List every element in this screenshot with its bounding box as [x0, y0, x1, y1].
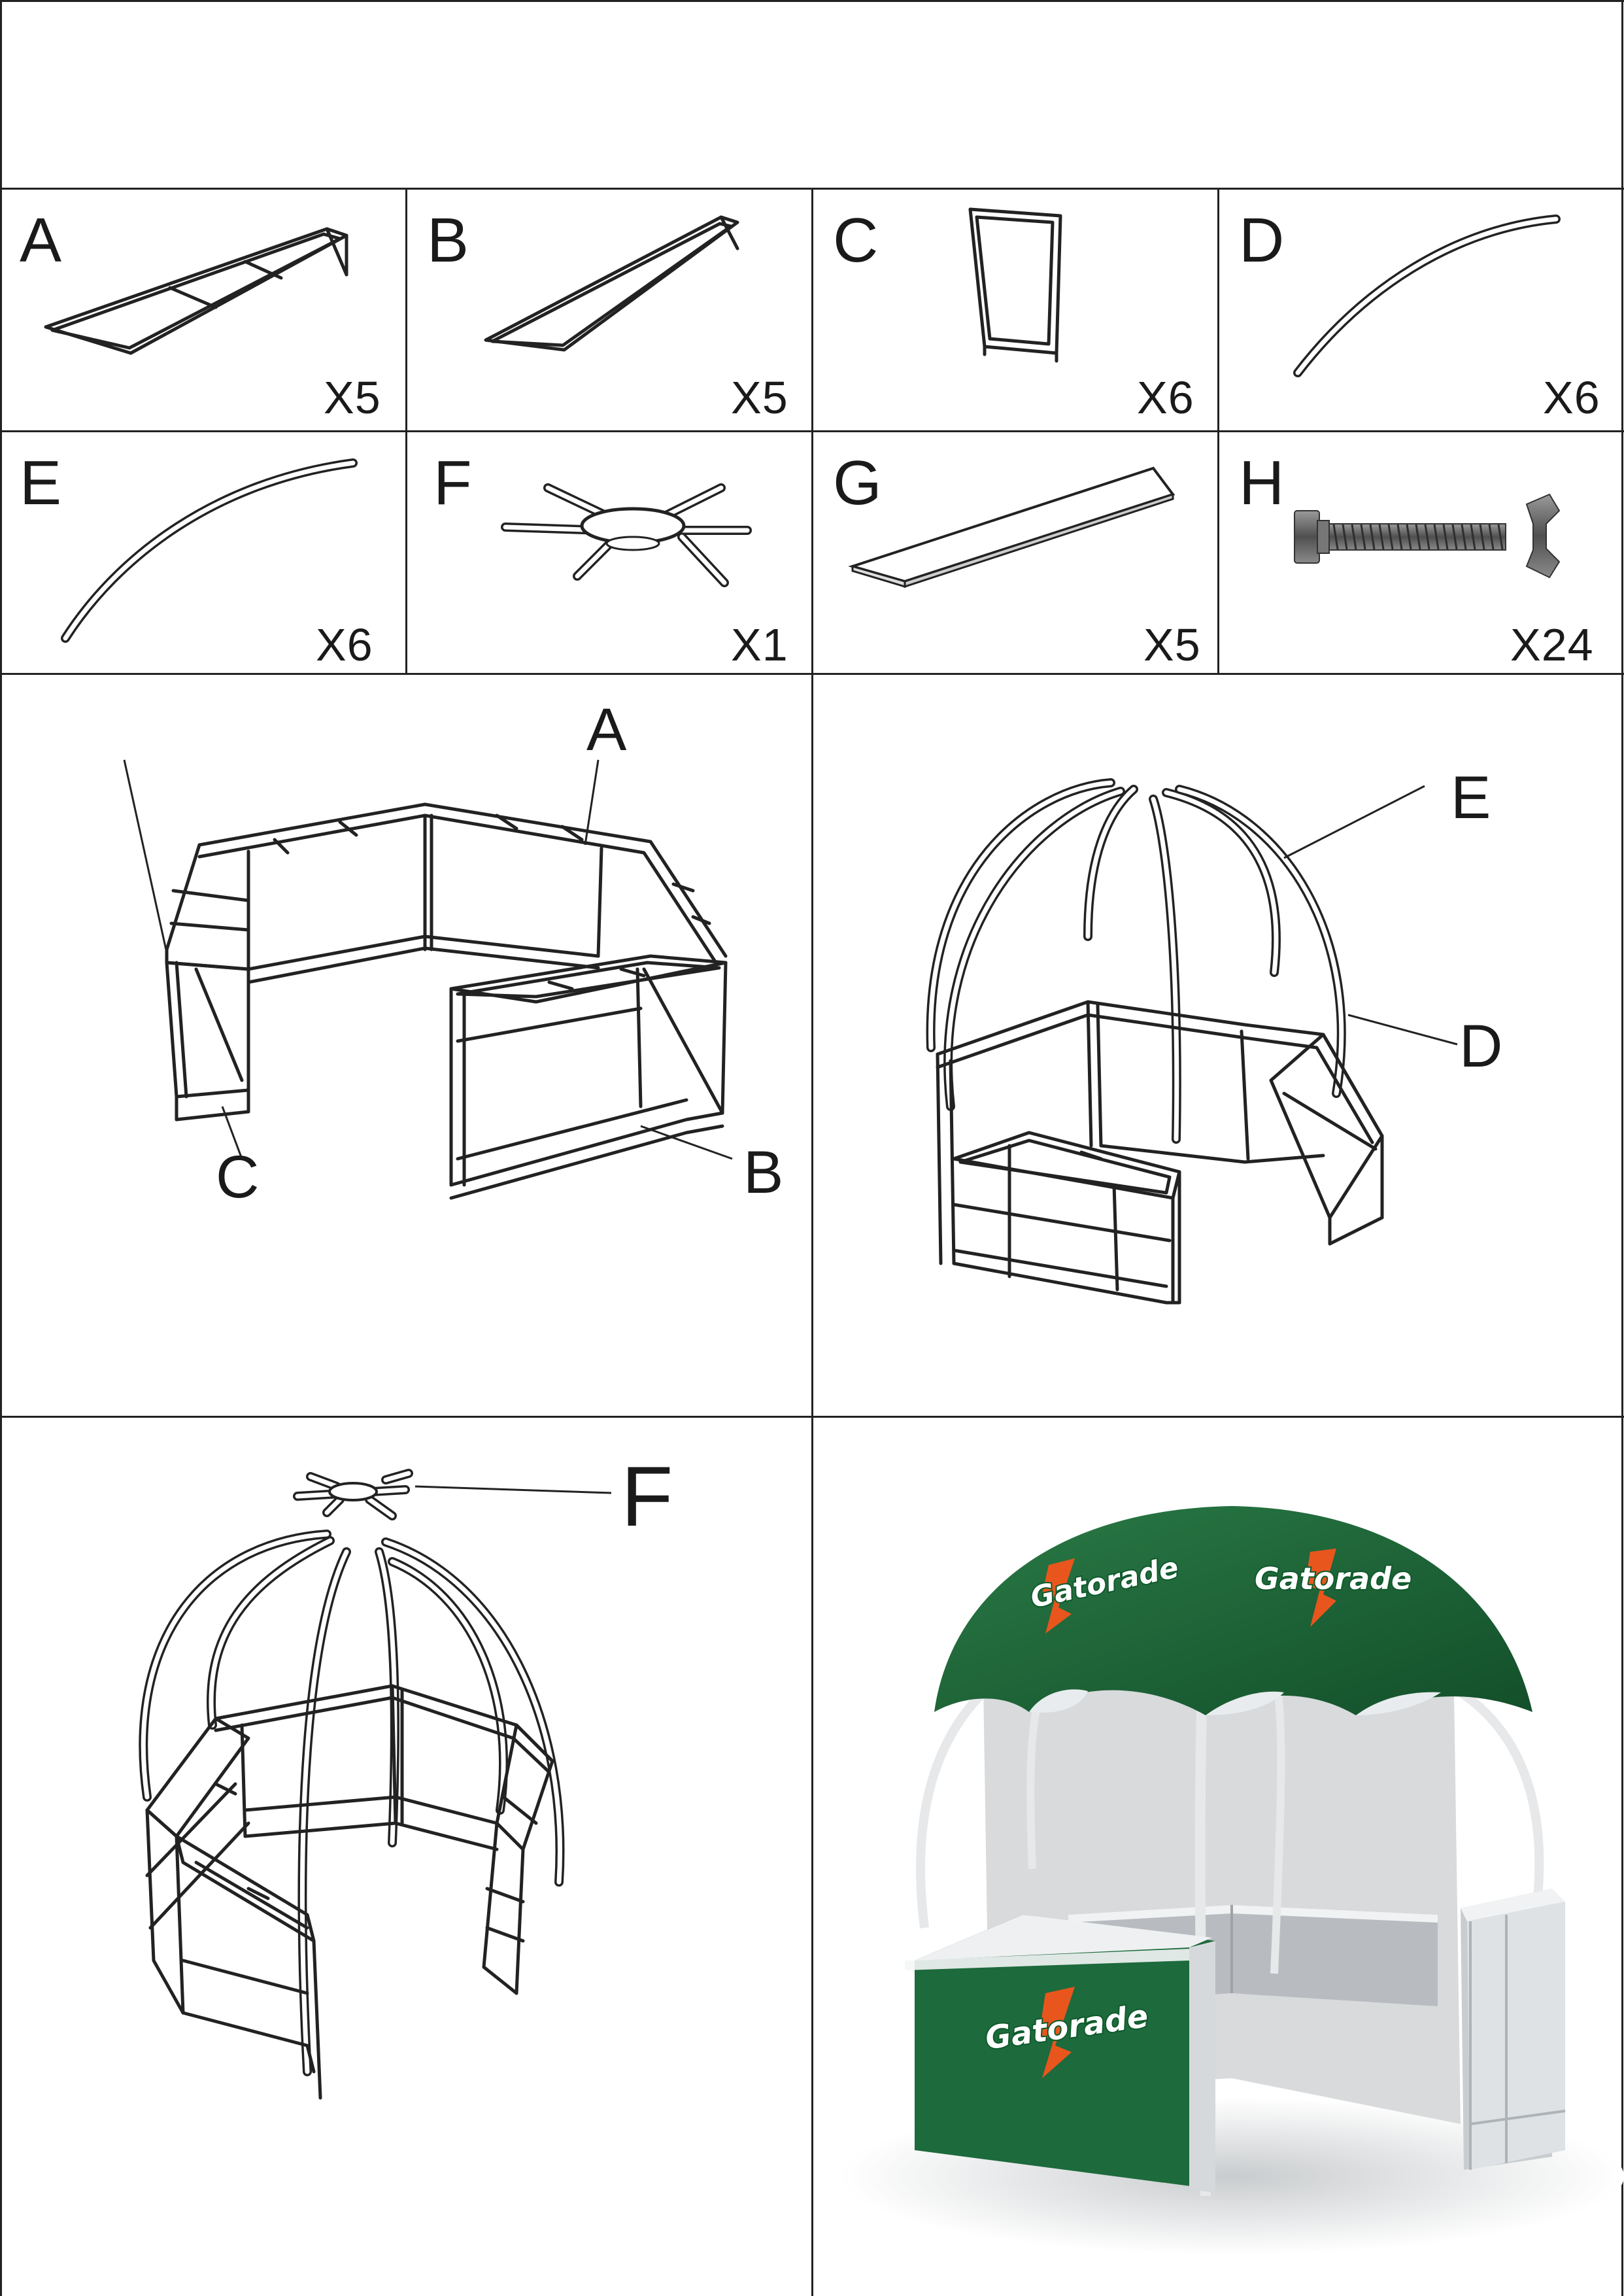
final-render-panel: Gatorade Gatorade Gatorade	[813, 1418, 1624, 2296]
part-e-cell: E X6	[0, 432, 405, 673]
divider-col-3	[1217, 188, 1219, 675]
border-top	[0, 0, 1624, 2]
part-qty: X6	[316, 619, 373, 670]
arch-frame-drawing	[926, 778, 1458, 1305]
divider-col-1	[405, 188, 407, 675]
part-qty: X5	[731, 372, 788, 423]
part-f-drawing	[501, 483, 752, 587]
callout-c: C	[216, 1144, 260, 1210]
part-letter: H	[1239, 448, 1285, 518]
callout-f: F	[621, 1448, 673, 1544]
part-b-cell: B X5	[407, 190, 811, 430]
part-letter: C	[833, 205, 879, 275]
part-d-drawing	[1293, 214, 1561, 377]
counter-frame-drawing	[123, 759, 733, 1200]
part-qty: X5	[1143, 619, 1201, 670]
dome-logo-right: Gatorade	[1253, 1549, 1413, 1627]
part-g-cell: G X5	[813, 432, 1217, 673]
step-2-panel: E D	[813, 675, 1624, 1416]
callout-b: B	[743, 1139, 784, 1206]
part-g-drawing	[848, 466, 1176, 589]
part-qty: X24	[1510, 619, 1594, 670]
part-qty: X1	[731, 619, 788, 670]
part-h-cell: H X24	[1219, 432, 1624, 673]
part-qty: X6	[1543, 372, 1600, 423]
part-letter: D	[1239, 205, 1285, 275]
part-a-drawing	[44, 227, 348, 355]
bolt-and-nut-drawing	[1294, 493, 1561, 579]
part-letter: G	[833, 448, 882, 518]
part-a-cell: A X5	[0, 190, 405, 430]
hub-install-drawing	[139, 1469, 612, 2100]
part-b-drawing	[484, 215, 739, 352]
step-3-panel: F	[0, 1418, 811, 2296]
border-right	[1621, 0, 1623, 2296]
part-letter: E	[20, 448, 62, 518]
part-letter: A	[20, 205, 62, 275]
part-qty: X6	[1137, 372, 1194, 423]
border-left	[0, 0, 2, 2296]
divider-col-2	[811, 188, 813, 2296]
callout-e: E	[1451, 764, 1491, 831]
part-c-cell: C X6	[813, 190, 1217, 430]
part-letter: B	[427, 205, 469, 275]
part-qty: X5	[324, 372, 381, 423]
callout-d: D	[1459, 1013, 1503, 1080]
step-1-panel: A C B	[0, 675, 811, 1416]
callout-a: A	[586, 696, 627, 763]
part-letter: F	[433, 448, 472, 518]
part-c-drawing	[968, 207, 1062, 363]
svg-text:Gatorade: Gatorade	[1255, 1561, 1412, 1596]
part-f-cell: F X1	[407, 432, 811, 673]
part-e-drawing	[61, 458, 358, 643]
booth-render: Gatorade Gatorade Gatorade	[839, 1506, 1624, 2255]
part-d-cell: D X6	[1219, 190, 1624, 430]
